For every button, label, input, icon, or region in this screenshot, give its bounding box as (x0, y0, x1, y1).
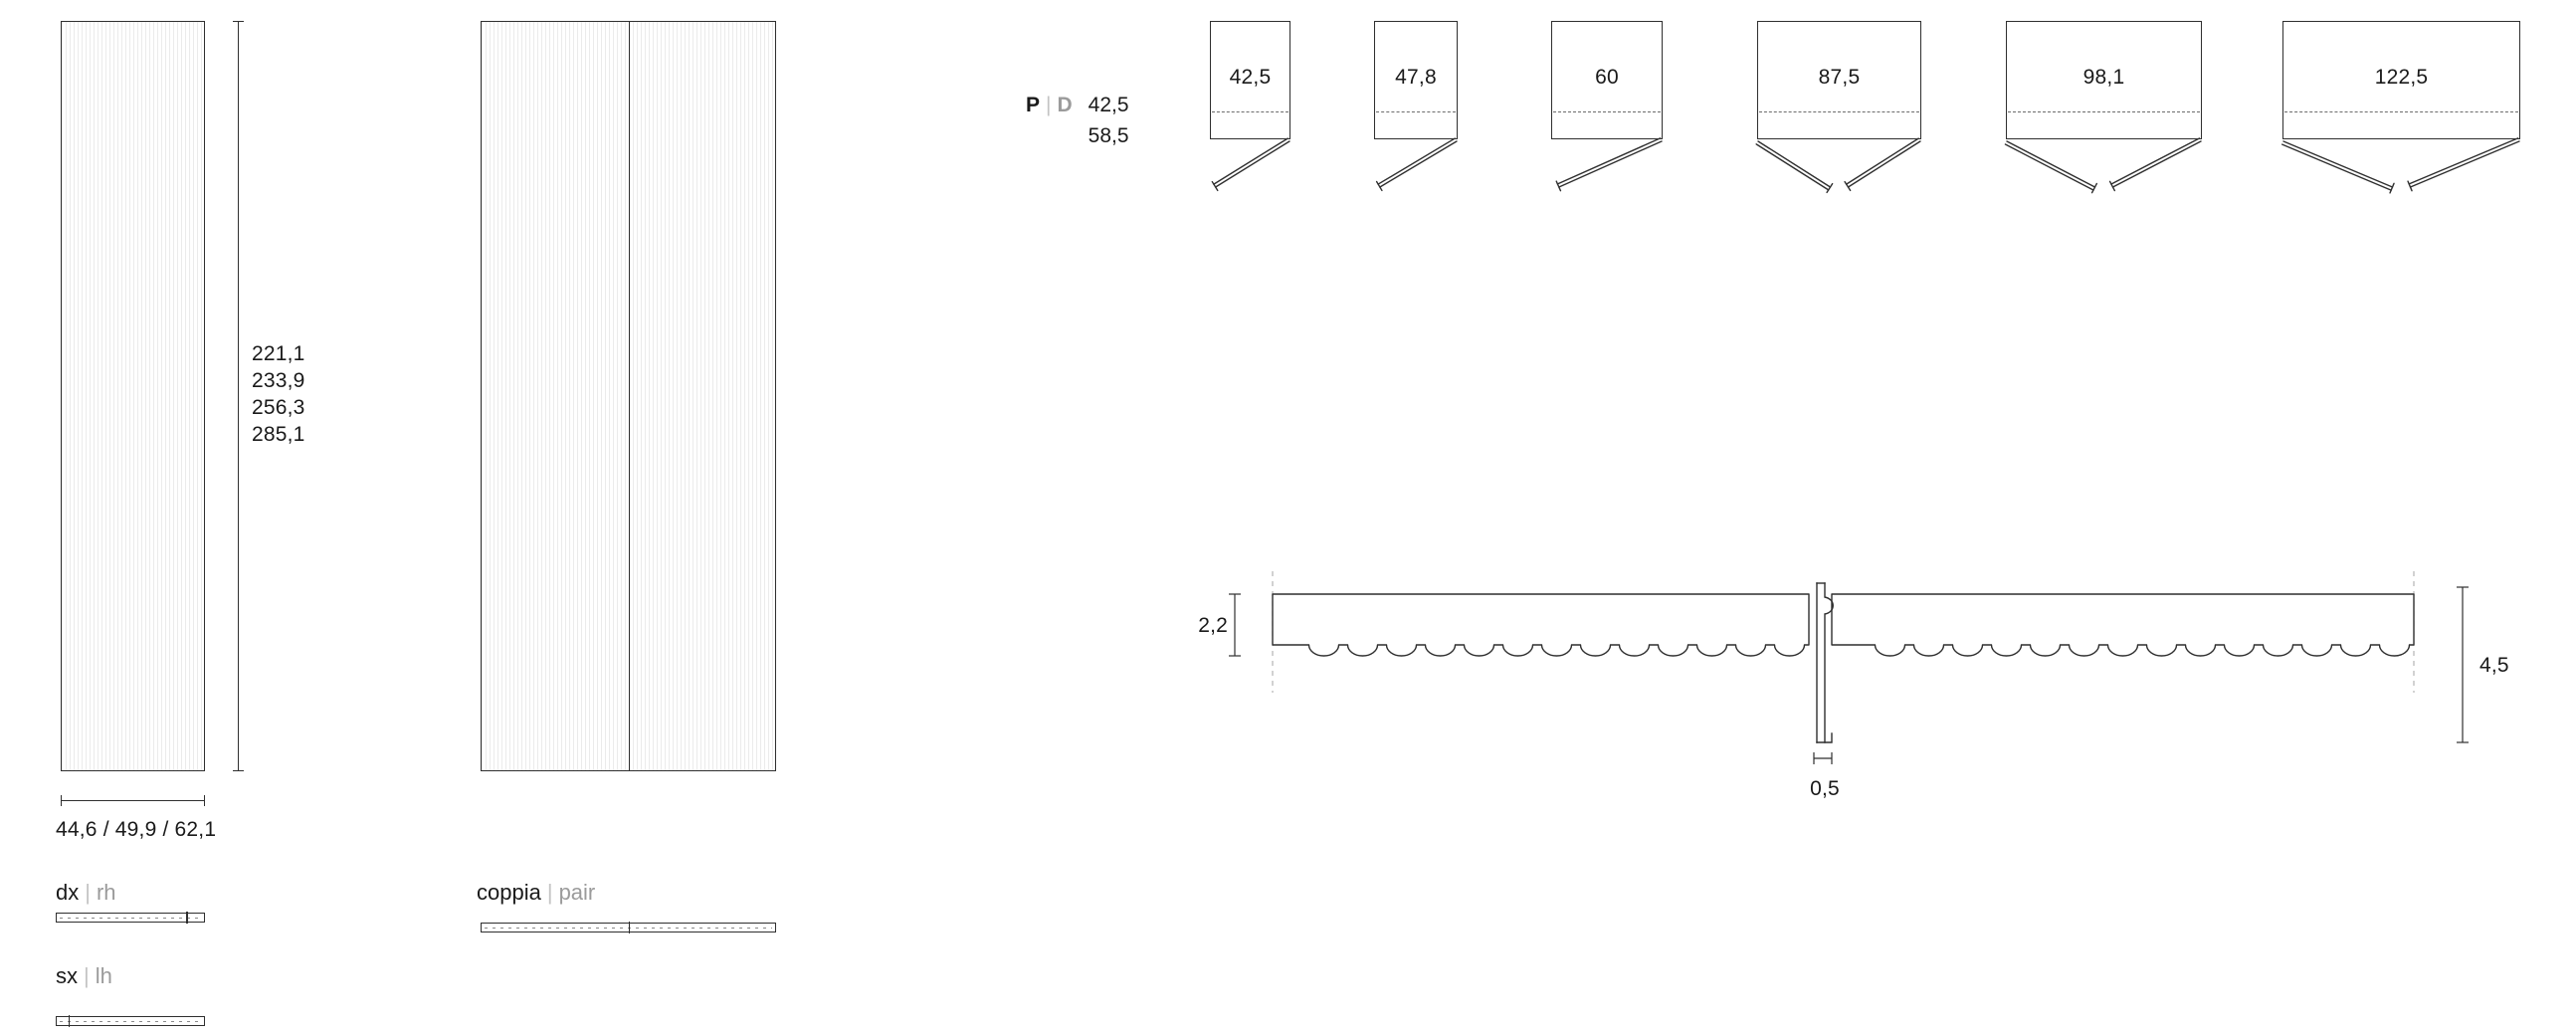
center-joint-tick (628, 922, 630, 933)
dx-code: dx (56, 880, 80, 905)
door-swing-lines (2280, 137, 2520, 194)
depth-dashed-line (1212, 111, 1288, 112)
door-swing-lines (1755, 137, 1921, 194)
right-panel-section (1831, 593, 2415, 657)
separator: | (1046, 94, 1052, 116)
door-plan-box: 60 (1551, 21, 1663, 139)
width-dimension-label: 60 (1595, 66, 1619, 89)
joint-clip-profile (1824, 582, 1834, 743)
coppia-code: coppia (477, 880, 541, 905)
separator: | (84, 963, 90, 988)
door-swing-lines (1555, 137, 1663, 192)
top-view-door-5: 98,1 (2004, 21, 2202, 205)
door-plan-box: 42,5 (1210, 21, 1290, 139)
width-dimension-line (61, 794, 205, 808)
front-view-pair-doors (481, 21, 776, 771)
depth-value: 58,5 (1088, 124, 1129, 147)
hinge-tick (68, 1015, 71, 1027)
top-view-door-2: 47,8 (1374, 21, 1458, 205)
depth-spec: P|D 42,5 58,5 (1026, 90, 1129, 151)
plan-centerline (60, 917, 201, 919)
label-coppia-pair: coppia|pair (477, 880, 595, 906)
depth-value: 42,5 (1088, 94, 1129, 116)
top-view-door-3: 60 (1551, 21, 1663, 205)
width-dimension-label: 122,5 (2374, 66, 2429, 89)
width-dimension-label: 42,5 (1229, 66, 1272, 89)
pair-abbr: pair (558, 880, 596, 905)
plan-symbol-left-hand-door (56, 1015, 205, 1027)
door-plan-box: 122,5 (2282, 21, 2520, 139)
height-value: 233,9 (252, 369, 305, 392)
rh-abbr: rh (96, 880, 116, 905)
plan-symbol-pair-doors (481, 922, 776, 933)
top-view-door-1: 42,5 (1210, 21, 1290, 205)
depth-dashed-line (2008, 111, 2200, 112)
hinge-tick (186, 912, 188, 924)
height-value: 256,3 (252, 396, 305, 419)
separator: | (85, 880, 91, 905)
width-dimension-values: 44,6 / 49,9 / 62,1 (56, 818, 217, 841)
depth-dashed-line (2284, 111, 2518, 112)
height-value: 221,1 (252, 342, 305, 365)
height-dimension-values: 221,1 233,9 256,3 285,1 (252, 340, 305, 448)
width-dimension-label: 87,5 (1818, 66, 1861, 89)
top-view-door-4: 87,5 (1755, 21, 1921, 205)
depth-dashed-line (1759, 111, 1919, 112)
plan-centerline (60, 1020, 201, 1022)
door-swing-lines (1211, 137, 1290, 192)
height-value: 285,1 (252, 423, 305, 446)
door-swing-lines (1375, 137, 1458, 192)
label-sx-lh: sx|lh (56, 963, 112, 989)
d-abbr: D (1057, 94, 1073, 116)
plan-symbol-right-hand-door (56, 912, 205, 924)
sx-code: sx (56, 963, 78, 988)
separator: | (546, 880, 553, 905)
lh-abbr: lh (95, 963, 112, 988)
depth-dashed-line (1553, 111, 1661, 112)
front-view-single-door (61, 21, 205, 771)
joint-gap-value: 0,5 (1810, 777, 1840, 800)
depth-dashed-line (1376, 111, 1456, 112)
joint-foot (1816, 732, 1833, 743)
depth-spec-codes: P|D (1026, 90, 1073, 151)
door-plan-box: 47,8 (1374, 21, 1458, 139)
door-swing-lines (2004, 137, 2202, 194)
door-plan-box: 98,1 (2006, 21, 2202, 139)
left-panel-section (1272, 593, 1810, 657)
pair-center-joint-line (628, 22, 630, 770)
total-thickness-value: 4,5 (2479, 654, 2509, 677)
label-dx-rh: dx|rh (56, 880, 116, 906)
depth-spec-values: 42,5 58,5 (1089, 90, 1129, 151)
width-dimension-label: 98,1 (2082, 66, 2125, 89)
p-code: P (1026, 94, 1041, 116)
height-dimension-line (232, 21, 246, 771)
panel-thickness-value: 2,2 (1198, 614, 1228, 637)
width-dimension-label: 47,8 (1395, 66, 1437, 89)
door-plan-box: 87,5 (1757, 21, 1921, 139)
top-view-door-6: 122,5 (2280, 21, 2520, 205)
panel-cross-section (1229, 571, 2469, 764)
